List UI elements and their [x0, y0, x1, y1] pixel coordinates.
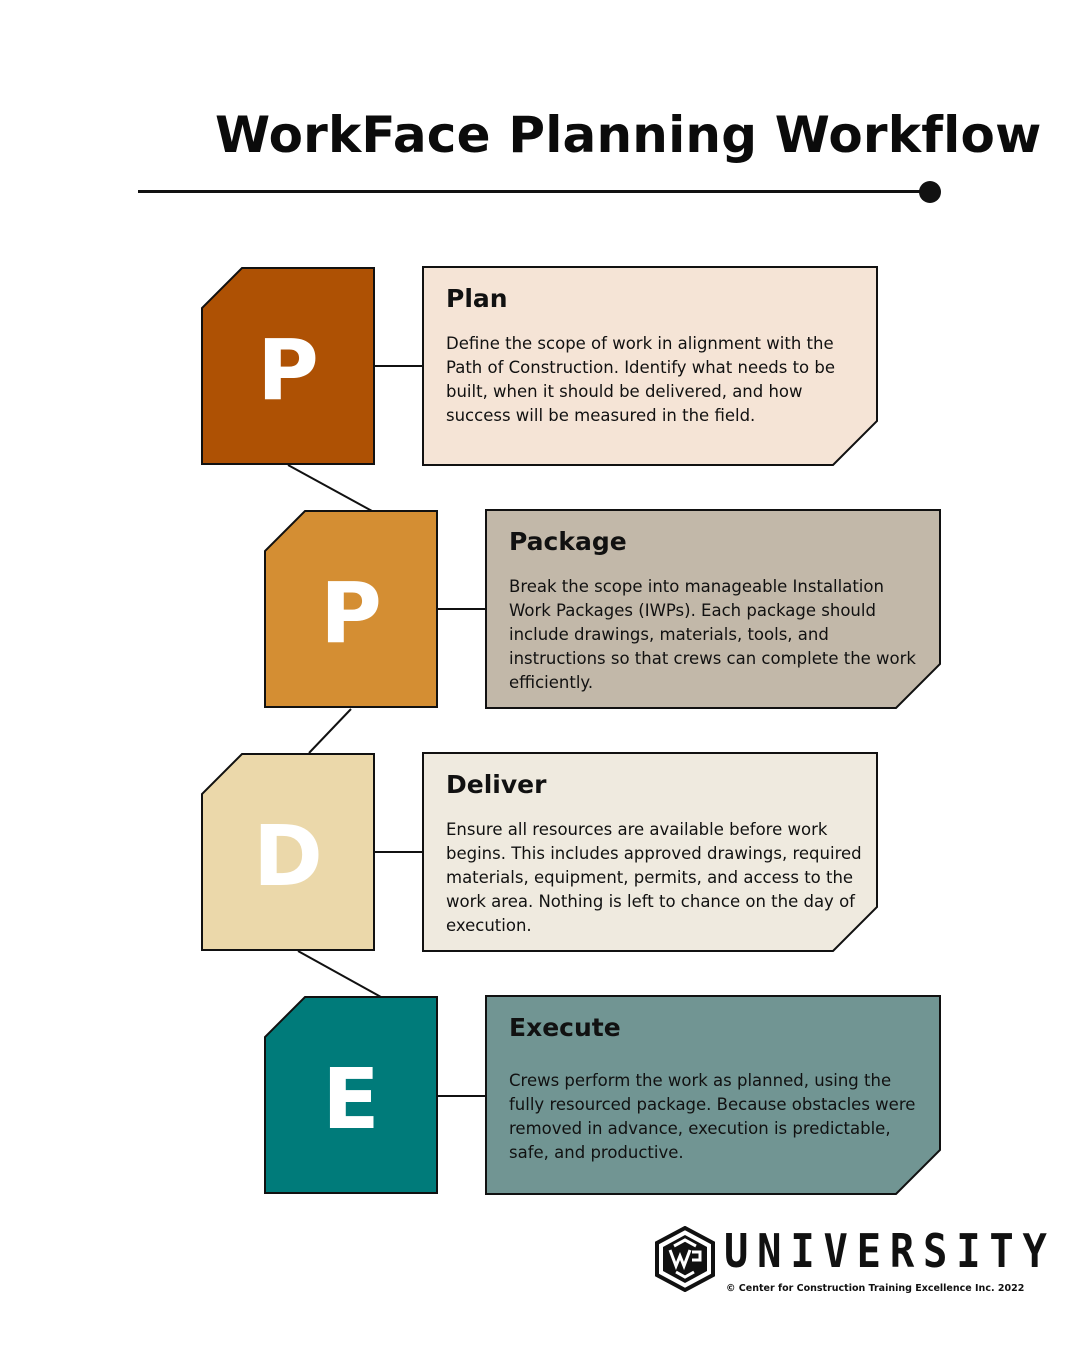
step-card-deliver: Deliver Ensure all resources are availab… [422, 752, 878, 952]
step-tile-deliver: D [201, 753, 375, 951]
step-tile-execute: E [264, 996, 438, 1194]
title-divider-line [138, 190, 928, 193]
step-card-package: Package Break the scope into manageable … [485, 509, 941, 709]
step-heading: Package [509, 527, 627, 556]
step-description: Break the scope into manageable Installa… [509, 577, 916, 692]
step-letter: D [253, 807, 323, 905]
step-tile-plan: P [201, 267, 375, 465]
step-card-plan: Plan Define the scope of work in alignme… [422, 266, 878, 466]
logo-wordmark: UNIVERSITY [724, 1224, 1056, 1278]
awp-university-logo: UNIVERSITY © Center for Construction Tra… [654, 1224, 1047, 1296]
step-card-execute: Execute Crews perform the work as planne… [485, 995, 941, 1195]
step-heading: Execute [509, 1013, 621, 1042]
step-letter: P [320, 564, 382, 662]
awp-hexagon-icon [655, 1226, 715, 1292]
link-package-deliver [308, 708, 352, 754]
link-deliver-execute [297, 950, 382, 998]
step-heading: Plan [446, 284, 508, 313]
step-heading: Deliver [446, 770, 547, 799]
step-letter: P [257, 321, 319, 419]
step-description: Define the scope of work in alignment wi… [446, 334, 836, 425]
step-description: Ensure all resources are available befor… [446, 820, 862, 935]
link-plan-package [287, 464, 373, 512]
step-tile-package: P [264, 510, 438, 708]
copyright-notice: © Center for Construction Training Excel… [726, 1283, 1025, 1294]
page-title: WorkFace Planning Workflow [215, 106, 1042, 164]
title-divider-dot [919, 181, 941, 203]
step-description: Crews perform the work as planned, using… [509, 1071, 916, 1162]
step-letter: E [322, 1050, 380, 1148]
